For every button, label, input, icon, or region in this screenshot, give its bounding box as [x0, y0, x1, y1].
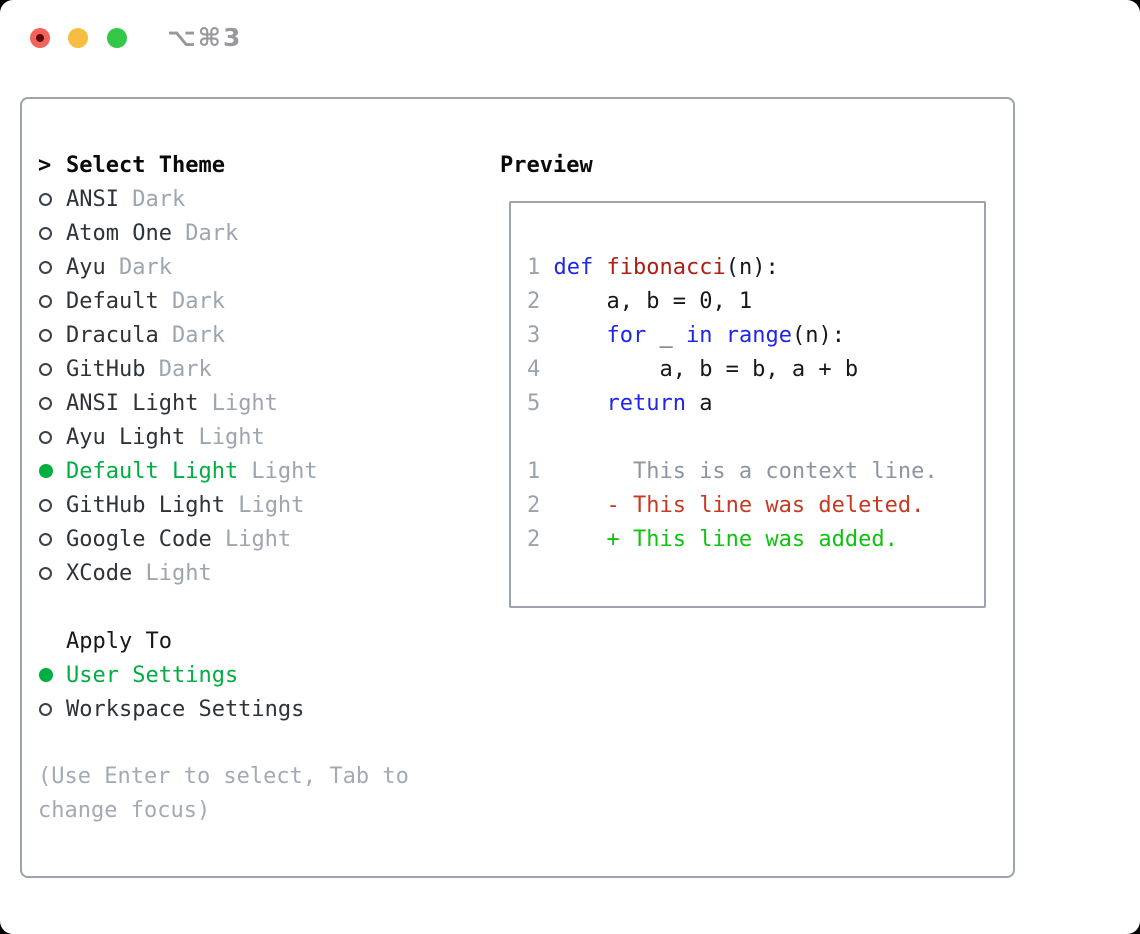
cursor-arrow-icon: >: [38, 152, 52, 178]
theme-option[interactable]: ANSI Light Light: [38, 386, 409, 420]
select-theme-header: > Select Theme: [38, 148, 409, 182]
code-line: 2 a, b = 0, 1: [527, 289, 753, 314]
code-line: [527, 421, 984, 455]
radio-icon: [39, 498, 52, 512]
theme-option[interactable]: GitHub Light Light: [38, 488, 409, 522]
apply-to-option-label: Workspace Settings: [66, 696, 305, 722]
radio-icon: [39, 396, 52, 410]
theme-option-label: Ayu Light: [66, 424, 186, 450]
theme-option-label: Google Code: [66, 526, 212, 552]
minimize-button[interactable]: [68, 28, 88, 48]
spacer: [38, 590, 409, 624]
preview-pane: 1 def fibonacci(n): 2 a, b = 0, 1 3 for _ …: [509, 201, 986, 608]
apply-to-option[interactable]: User Settings: [38, 658, 409, 692]
apply-to-label: Apply To: [66, 628, 172, 654]
spacer: [38, 726, 409, 760]
theme-option-label: XCode: [66, 560, 133, 586]
theme-option[interactable]: Default Dark: [38, 284, 409, 318]
titlebar: ⌥⌘3: [0, 0, 1140, 76]
code-line: 2 + This line was added.: [527, 527, 898, 552]
theme-option-label: Default: [66, 288, 159, 314]
radio-icon: [39, 430, 52, 444]
theme-variant-tag: Dark: [145, 356, 212, 382]
hint-line-1: (Use Enter to select, Tab to: [38, 764, 409, 789]
radio-selected-icon: [39, 464, 53, 478]
apply-to-option-label: User Settings: [66, 662, 239, 688]
theme-option-label: ANSI Light: [66, 390, 199, 416]
theme-option-label: GitHub Light: [66, 492, 225, 518]
code-preview: 1 def fibonacci(n): 2 a, b = 0, 1 3 for _ …: [527, 251, 984, 557]
radio-icon: [39, 362, 52, 376]
radio-icon: [39, 702, 52, 716]
theme-variant-tag: Light: [185, 424, 265, 450]
radio-selected-icon: [39, 668, 53, 682]
preview-label: Preview: [500, 152, 593, 178]
theme-variant-tag: Dark: [158, 322, 225, 348]
select-theme-label: Select Theme: [66, 152, 225, 178]
theme-variant-tag: Light: [132, 560, 212, 586]
theme-variant-tag: Light: [211, 526, 292, 552]
hint-line-2: change focus): [38, 798, 211, 823]
theme-variant-tag: Dark: [158, 288, 225, 314]
code-line: 3 for _ in range(n):: [527, 323, 845, 348]
radio-icon: [39, 192, 52, 206]
theme-variant-tag: Light: [238, 458, 318, 484]
close-button[interactable]: [30, 28, 50, 48]
theme-variant-tag: Dark: [105, 254, 172, 280]
radio-icon: [39, 294, 52, 308]
code-line: 1 This is a context line.: [527, 459, 938, 484]
theme-option[interactable]: XCode Light: [38, 556, 409, 590]
theme-option[interactable]: Ayu Light Light: [38, 420, 409, 454]
theme-option-label: GitHub: [66, 356, 146, 382]
theme-option[interactable]: Atom One Dark: [38, 216, 409, 250]
radio-icon: [39, 532, 52, 546]
theme-variant-tag: Dark: [171, 220, 239, 246]
theme-option[interactable]: Dracula Dark: [38, 318, 409, 352]
code-line: 1 def fibonacci(n):: [527, 255, 779, 280]
theme-option-label: Dracula: [66, 322, 159, 348]
theme-variant-tag: Dark: [118, 186, 186, 212]
apply-to-option[interactable]: Workspace Settings: [38, 692, 409, 726]
theme-option[interactable]: Ayu Dark: [38, 250, 409, 284]
theme-option-label: Ayu: [66, 254, 106, 280]
theme-option[interactable]: GitHub Dark: [38, 352, 409, 386]
radio-icon: [39, 260, 52, 274]
theme-option-label: Atom One: [66, 220, 172, 246]
theme-variant-tag: Light: [224, 492, 305, 518]
theme-option-label: ANSI: [66, 186, 119, 212]
window-title: ⌥⌘3: [167, 23, 243, 52]
zoom-button[interactable]: [107, 28, 127, 48]
radio-icon: [39, 566, 52, 580]
theme-option[interactable]: Google Code Light: [38, 522, 409, 556]
code-line: 4 a, b = b, a + b: [527, 357, 859, 382]
theme-option[interactable]: ANSI Dark: [38, 182, 409, 216]
theme-option[interactable]: Default Light Light: [38, 454, 409, 488]
theme-option-label: Default Light: [66, 458, 239, 484]
theme-variant-tag: Light: [198, 390, 278, 416]
code-line: 2 - This line was deleted.: [527, 493, 925, 518]
apply-to-header: Apply To: [38, 624, 409, 658]
code-line: 5 return a: [527, 391, 713, 416]
radio-icon: [39, 328, 52, 342]
radio-icon: [39, 226, 52, 240]
